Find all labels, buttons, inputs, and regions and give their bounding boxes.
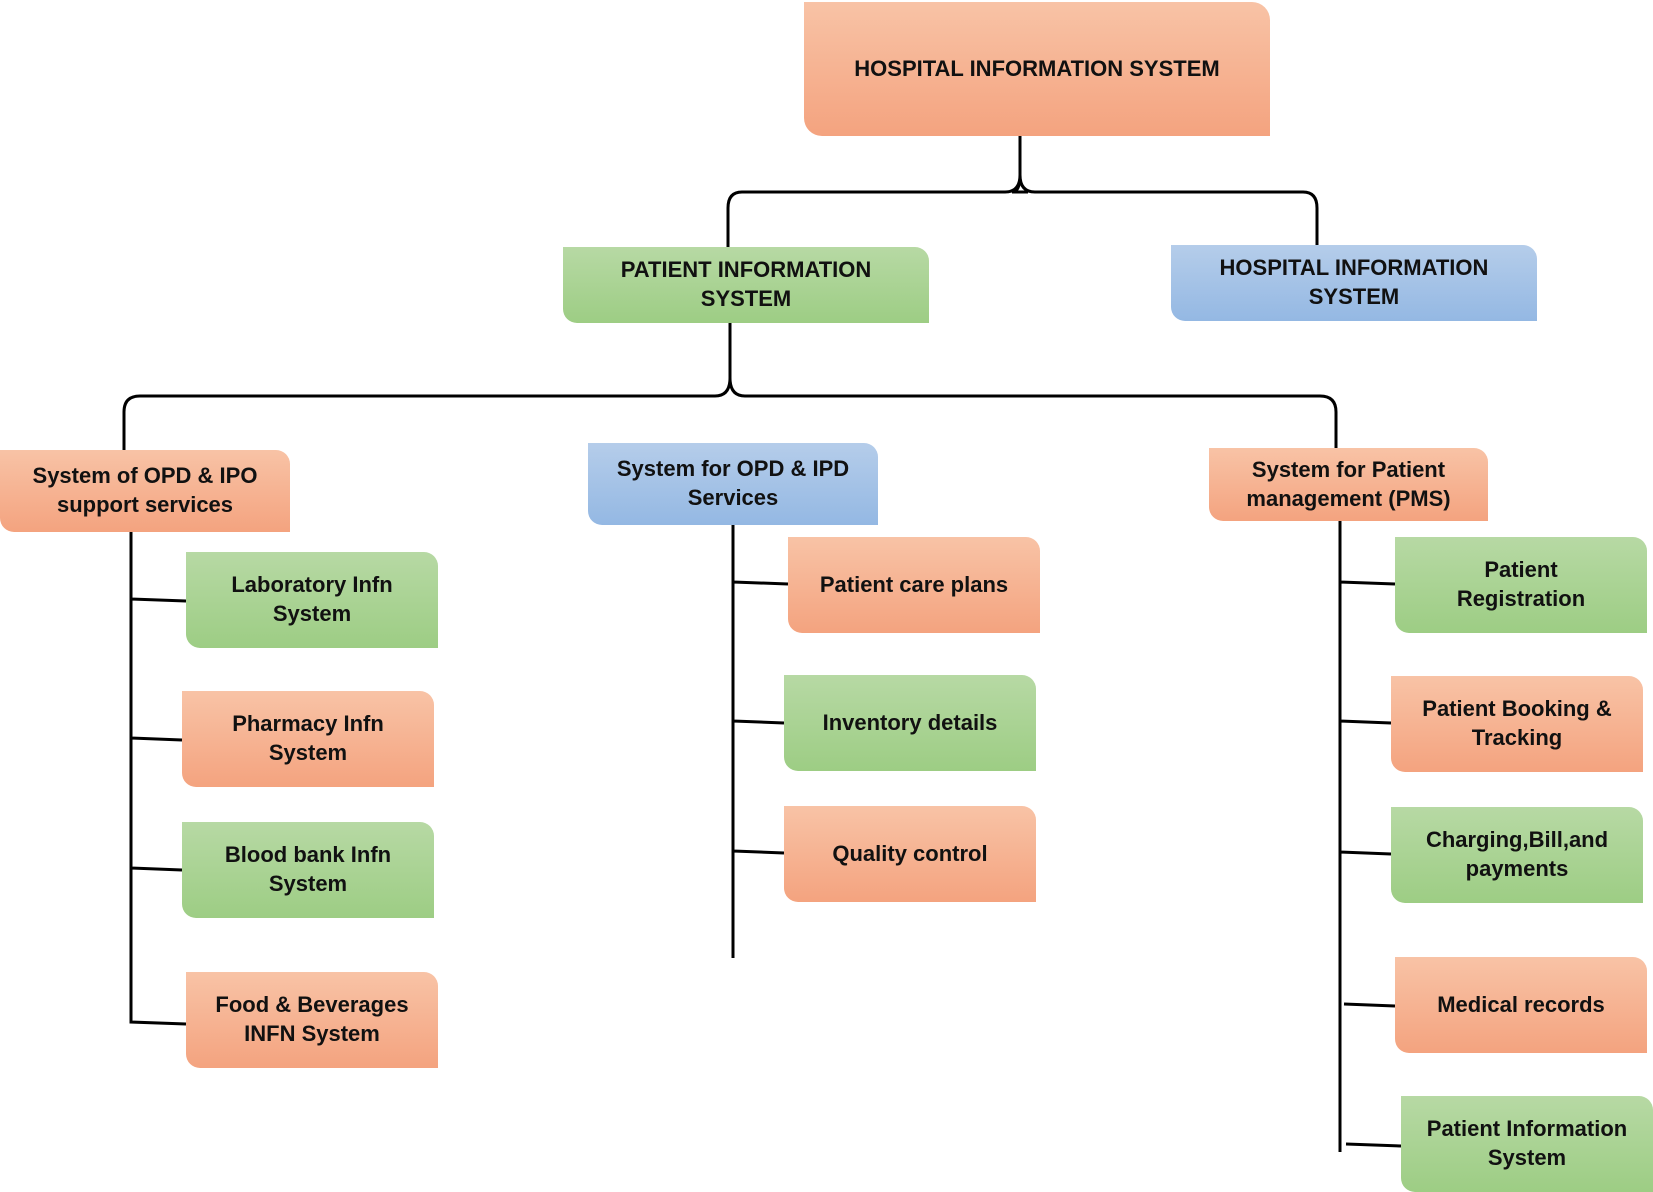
hospital-information-system-label: HOSPITAL INFORMATION SYSTEM [1219,255,1489,309]
food-beverages-infn-node: Food & Beverages INFN System [186,972,438,1068]
opd-ipd-services-node: System for OPD & IPD Services [588,443,878,525]
laboratory-infn-node: Laboratory Infn System [186,552,438,648]
support-services-label: System of OPD & IPO support services [32,463,258,517]
food-beverages-infn-label: Food & Beverages INFN System [215,992,409,1046]
quality-control-label: Quality control [832,840,988,866]
patient-care-plans-node: Patient care plans [788,537,1040,633]
patient-registration-node: Patient Registration [1395,537,1647,633]
medical-records-label: Medical records [1437,991,1605,1017]
root-node: HOSPITAL INFORMATION SYSTEM [804,2,1270,136]
patient-booking-tracking-label: Patient Booking & Tracking [1422,696,1612,750]
charging-bill-payments-node: Charging,Bill,and payments [1391,807,1643,903]
opd-ipd-services-label: System for OPD & IPD Services [616,456,850,510]
pms-label: System for Patient management (PMS) [1246,456,1451,511]
patient-care-plans-label: Patient care plans [819,571,1009,597]
blood-bank-infn-node: Blood bank Infn System [182,822,434,918]
inventory-details-node: Inventory details [784,675,1036,771]
charging-bill-payments-label: Charging,Bill,and payments [1425,827,1609,881]
root-connector [726,120,1319,248]
support-services-node: System of OPD & IPO support services [0,450,290,532]
patient-information-system-child-node: Patient Information System [1401,1096,1653,1192]
support-trunk [129,532,187,1026]
patient-registration-label: Patient Registration [1456,557,1586,611]
root-label: HOSPITAL INFORMATION SYSTEM [854,55,1220,81]
patient-info-connector [122,322,1338,450]
services-trunk [731,524,789,958]
medical-records-node: Medical records [1395,957,1647,1053]
pharmacy-infn-label: Pharmacy Infn System [232,711,384,765]
patient-information-system-node: PATIENT INFORMATION SYSTEM [563,247,929,323]
laboratory-infn-label: Laboratory Infn System [231,572,393,626]
pms-trunk [1338,520,1402,1152]
patient-information-system-label: PATIENT INFORMATION SYSTEM [620,257,872,311]
patient-information-system-child-label: Patient Information System [1426,1116,1628,1170]
blood-bank-infn-label: Blood bank Infn System [224,842,392,896]
hospital-information-system-node: HOSPITAL INFORMATION SYSTEM [1171,245,1537,321]
pms-node: System for Patient management (PMS) [1209,448,1488,521]
inventory-details-label: Inventory details [822,709,998,735]
pharmacy-infn-node: Pharmacy Infn System [182,691,434,787]
quality-control-node: Quality control [784,806,1036,902]
patient-booking-tracking-node: Patient Booking & Tracking [1391,676,1643,772]
